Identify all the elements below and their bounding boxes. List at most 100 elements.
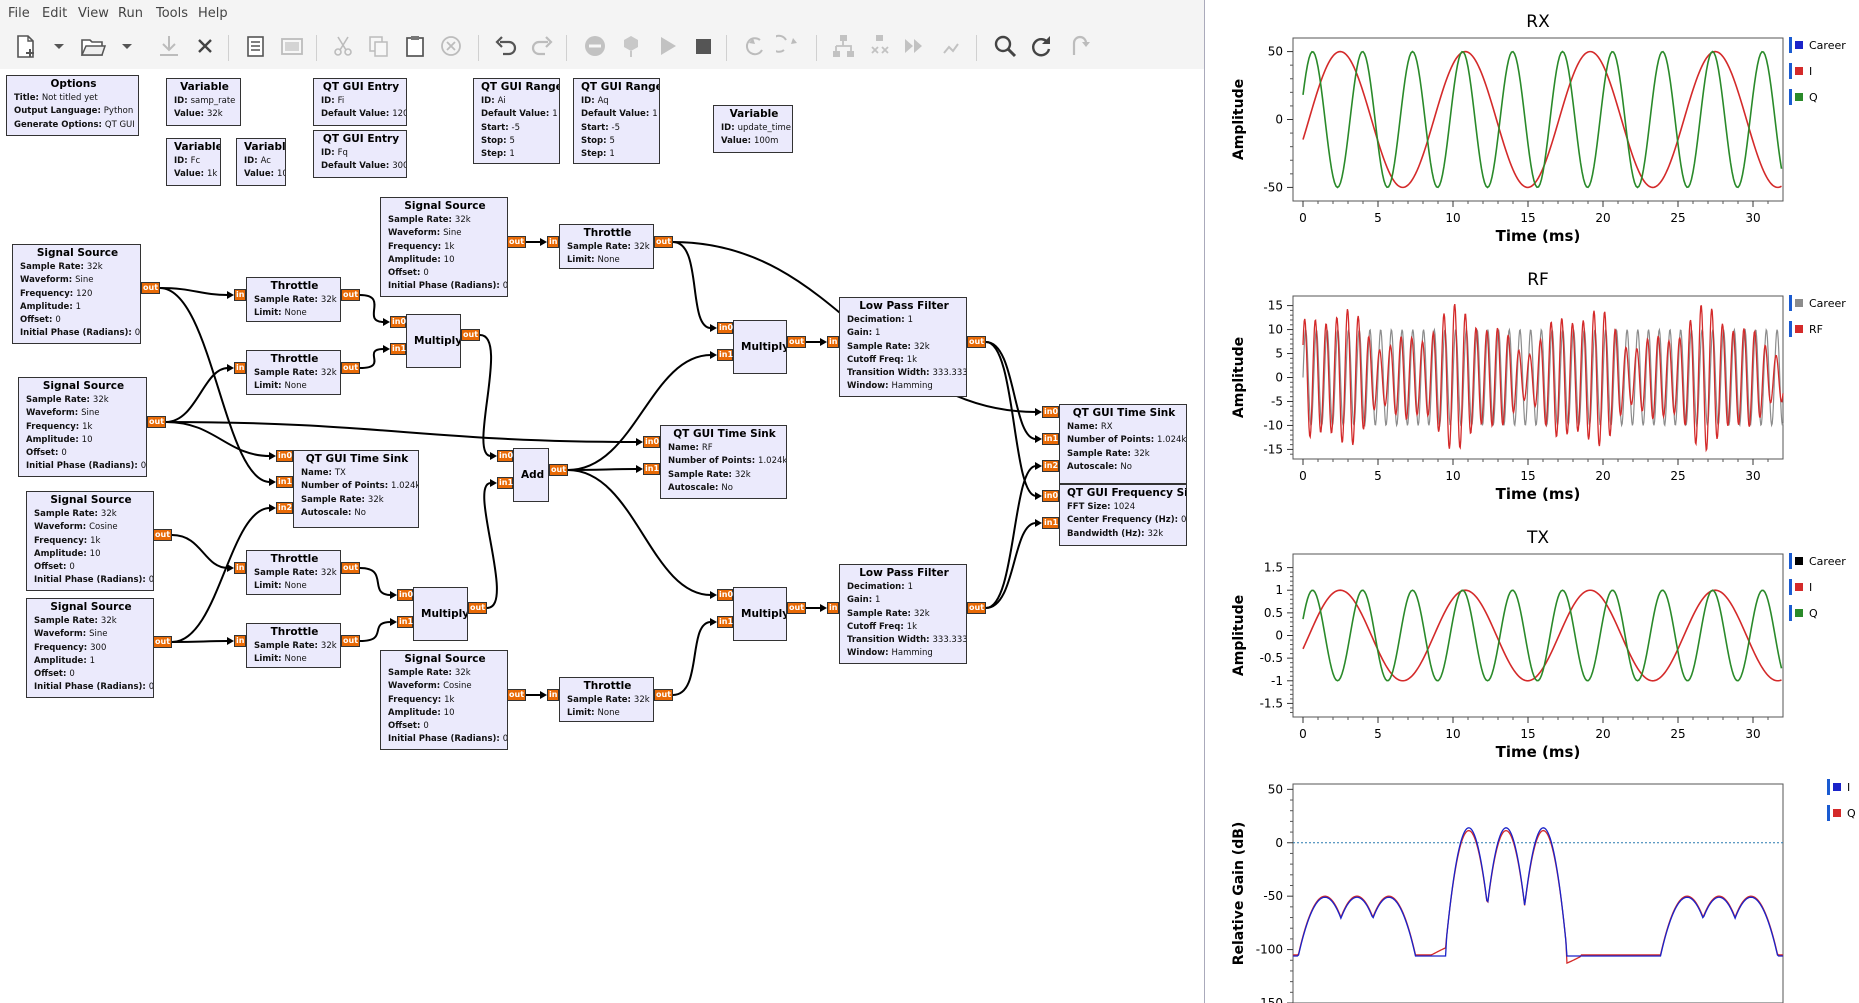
reload-disabled-icon[interactable] [1062, 31, 1092, 61]
rotate-cw-icon[interactable] [769, 31, 806, 61]
port-out[interactable]: out [147, 416, 166, 428]
port-in[interactable]: in0 [717, 589, 734, 601]
stop-icon[interactable] [688, 31, 718, 61]
legend-swatch[interactable] [1833, 809, 1841, 817]
legend-swatch[interactable] [1795, 299, 1803, 307]
port-in[interactable]: in [827, 602, 839, 614]
port-out[interactable]: out [507, 689, 526, 701]
port-out[interactable]: out [468, 602, 487, 614]
port-in[interactable]: in [234, 562, 246, 574]
port-out[interactable]: out [507, 236, 526, 248]
copy-icon[interactable] [364, 31, 394, 61]
wire[interactable] [985, 341, 1037, 497]
wire[interactable] [479, 334, 493, 457]
port-in[interactable]: in1 [390, 343, 407, 355]
execute-icon[interactable] [652, 31, 682, 61]
port-out[interactable]: out [341, 362, 360, 374]
legend-swatch[interactable] [1833, 783, 1841, 791]
port-in[interactable]: in2 [276, 502, 293, 514]
port-out[interactable]: out [153, 636, 172, 648]
report-icon[interactable] [240, 31, 270, 61]
wire[interactable] [985, 465, 1037, 609]
block-multiply-2[interactable]: Multiply [413, 587, 468, 641]
port-out[interactable]: out [461, 329, 480, 341]
menu-file[interactable]: File [8, 6, 30, 21]
disable-icon[interactable] [580, 31, 610, 61]
new-dropdown-icon[interactable] [44, 31, 74, 61]
port-in[interactable]: in0 [397, 589, 414, 601]
port-in[interactable]: in [234, 289, 246, 301]
redo-icon[interactable] [528, 31, 558, 61]
legend-swatch[interactable] [1795, 41, 1803, 49]
block-add[interactable]: Add [513, 448, 549, 502]
close-icon[interactable] [190, 31, 220, 61]
find-icon[interactable] [990, 31, 1020, 61]
wire[interactable] [359, 294, 385, 323]
port-in[interactable]: in0 [1042, 406, 1059, 418]
wire[interactable] [672, 241, 712, 329]
wire[interactable] [165, 367, 229, 423]
port-in[interactable]: in1 [1042, 433, 1059, 445]
enable-icon[interactable] [828, 31, 858, 61]
port-in[interactable]: in [547, 236, 559, 248]
port-in[interactable]: in0 [390, 316, 407, 328]
port-out[interactable]: out [967, 602, 986, 614]
save-icon[interactable] [154, 31, 184, 61]
menu-view[interactable]: View [78, 6, 109, 21]
wire[interactable] [567, 354, 712, 471]
port-out[interactable]: out [341, 562, 360, 574]
port-in[interactable]: in1 [497, 477, 514, 489]
legend-swatch[interactable] [1795, 609, 1803, 617]
port-out[interactable]: out [341, 635, 360, 647]
wire[interactable] [483, 482, 498, 609]
bypass-icon[interactable] [864, 31, 894, 61]
port-in[interactable]: in2 [1042, 460, 1059, 472]
block-multiply-1[interactable]: Multiply [406, 314, 461, 368]
menu-edit[interactable]: Edit [42, 6, 68, 21]
new-icon[interactable] [10, 31, 40, 61]
wire[interactable] [672, 621, 712, 696]
open-icon[interactable] [78, 31, 108, 61]
port-out[interactable]: out [153, 529, 172, 541]
wire[interactable] [159, 287, 271, 483]
port-in[interactable]: in0 [1042, 490, 1059, 502]
block-multiply-3[interactable]: Multiply [733, 320, 787, 374]
port-in[interactable]: in0 [717, 322, 734, 334]
port-out[interactable]: out [967, 336, 986, 348]
wire[interactable] [567, 469, 712, 596]
port-out[interactable]: out [787, 336, 806, 348]
wire[interactable] [165, 421, 271, 457]
port-in[interactable]: in1 [276, 476, 293, 488]
port-out[interactable]: out [787, 602, 806, 614]
legend-swatch[interactable] [1795, 67, 1803, 75]
block-multiply-4[interactable]: Multiply [733, 587, 787, 641]
delete-icon[interactable] [436, 31, 466, 61]
screen-capture-icon[interactable] [277, 31, 307, 61]
port-in[interactable]: in [234, 635, 246, 647]
wire[interactable] [359, 621, 392, 642]
reload-icon[interactable] [1026, 31, 1056, 61]
open-dropdown-icon[interactable] [112, 31, 142, 61]
wire[interactable] [985, 341, 1037, 440]
port-in[interactable]: in [234, 362, 246, 374]
port-in[interactable]: in1 [643, 463, 660, 475]
